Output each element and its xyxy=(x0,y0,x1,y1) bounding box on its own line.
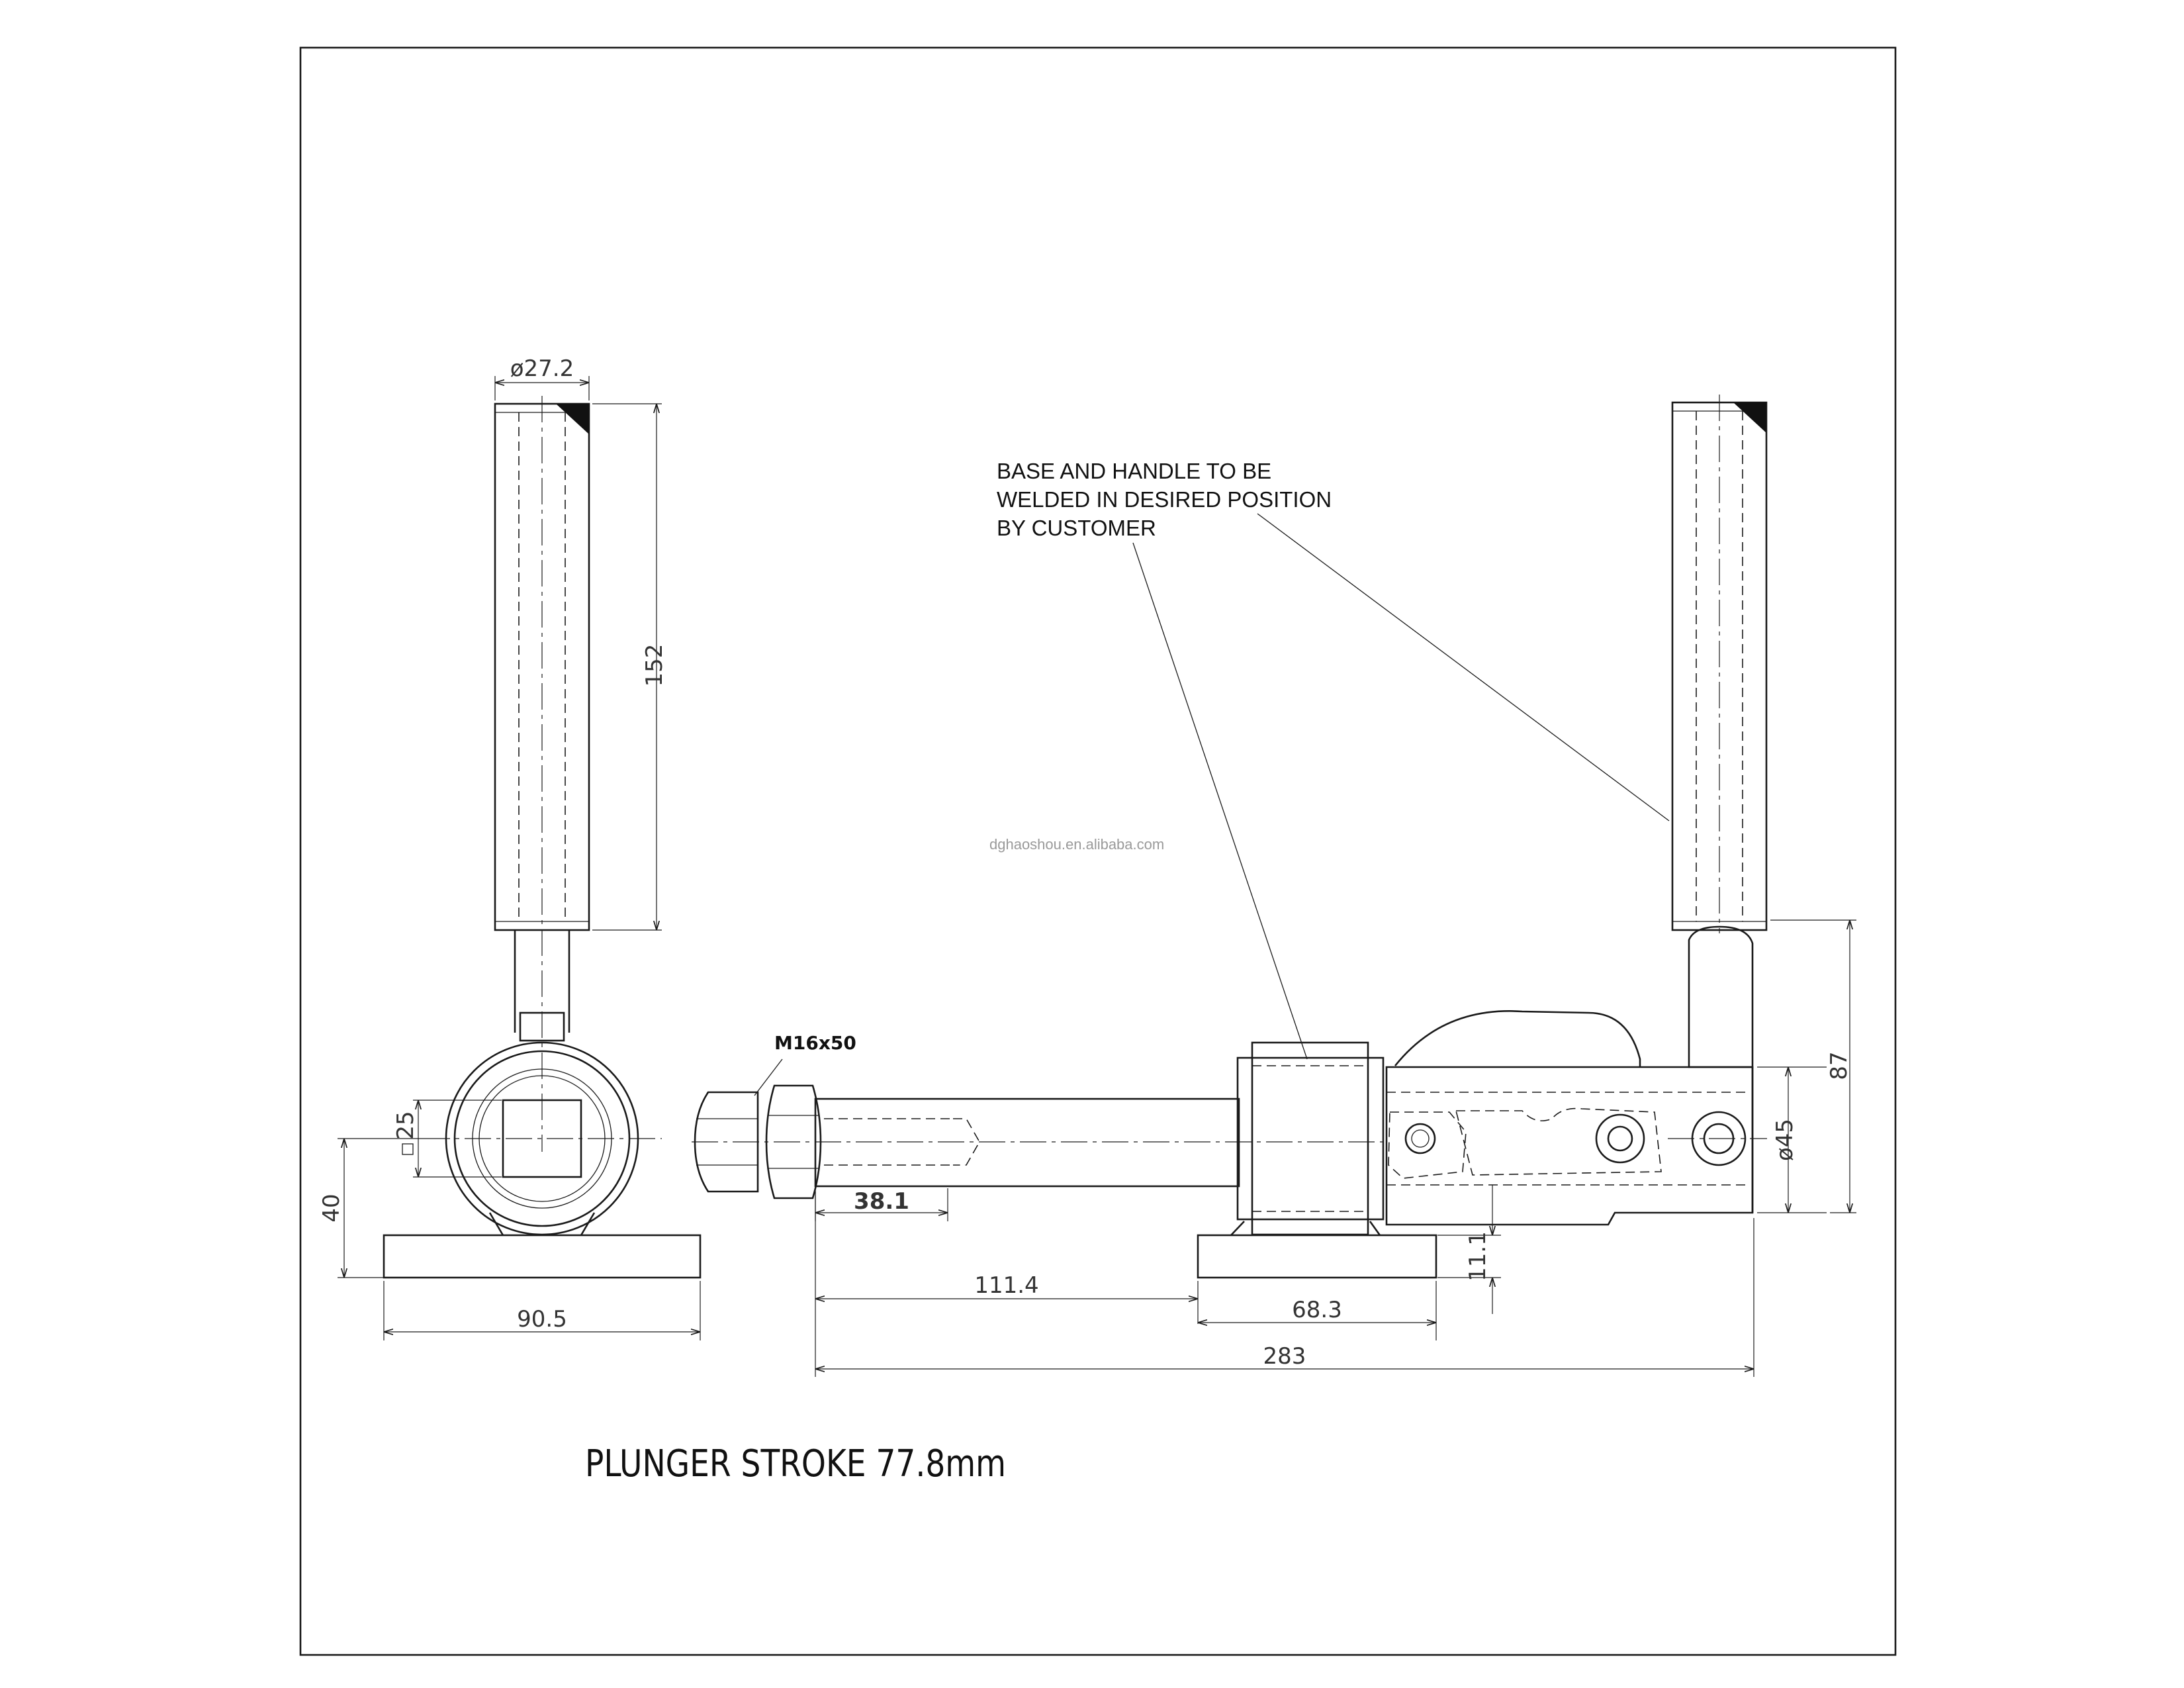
side-view xyxy=(383,396,702,1279)
dim-text-handle-height: 87 xyxy=(1826,1051,1852,1080)
hex-nut-2 xyxy=(765,1084,822,1199)
dim-text-base-thk: 11.1 xyxy=(1465,1231,1491,1282)
base-plate-right xyxy=(1197,1234,1437,1279)
dim-text-offset: 111.4 xyxy=(974,1272,1038,1299)
caption-plunger-stroke: PLUNGER STROKE 77.8mm xyxy=(585,1442,1006,1485)
note-line-1: BASE AND HANDLE TO BE xyxy=(997,459,1271,483)
plunger-rod xyxy=(814,1098,1240,1188)
dim-handle-len: 152 xyxy=(592,403,668,931)
dim-text-handle-dia: ø27.2 xyxy=(510,355,574,382)
dim-text-base-width: 90.5 xyxy=(517,1306,567,1333)
watermark: dghaoshou.en.alibaba.com xyxy=(989,836,1164,853)
base-plate-left xyxy=(383,1234,702,1279)
drawing-border xyxy=(299,46,1897,1656)
dim-thread-len: 38.1 xyxy=(815,1188,948,1221)
dim-base-thk: 11.1 xyxy=(1437,1185,1501,1314)
dim-body-dia: ø45 xyxy=(1757,1066,1827,1213)
clamp-body xyxy=(1385,1066,1754,1226)
dim-offset: 111.4 xyxy=(815,1192,1199,1377)
dim-text-thread-len: 38.1 xyxy=(854,1188,909,1215)
dim-text-total-len: 283 xyxy=(1263,1343,1306,1370)
dim-text-height: 40 xyxy=(318,1194,345,1222)
front-view xyxy=(692,395,1768,1279)
plunger-bushing xyxy=(1251,1041,1369,1236)
thread-label: M16x50 xyxy=(774,1032,856,1054)
dim-square: 25 xyxy=(392,1100,502,1178)
dim-handle-dia: ø27.2 xyxy=(494,355,590,400)
thread-callout: M16x50 xyxy=(754,1032,856,1096)
weld-note: BASE AND HANDLE TO BE WELDED IN DESIRED … xyxy=(997,459,1670,1060)
dim-handle-height: 87 xyxy=(1770,919,1856,1213)
note-line-2: WELDED IN DESIRED POSITION xyxy=(997,487,1332,512)
grip-cap-mark xyxy=(556,404,589,434)
dim-base-width: 90.5 xyxy=(383,1281,701,1340)
dim-text-body-dia: ø45 xyxy=(1772,1119,1798,1161)
dim-total-len: 283 xyxy=(815,1218,1754,1377)
dim-height: 40 xyxy=(318,1138,424,1278)
hex-nut-1 xyxy=(694,1091,759,1193)
dim-text-handle-len: 152 xyxy=(641,644,668,687)
dim-text-base-len: 68.3 xyxy=(1292,1297,1342,1323)
note-line-3: BY CUSTOMER xyxy=(997,516,1156,540)
dim-text-square: 25 xyxy=(392,1111,419,1139)
dim-base-len: 68.3 xyxy=(1198,1281,1437,1340)
